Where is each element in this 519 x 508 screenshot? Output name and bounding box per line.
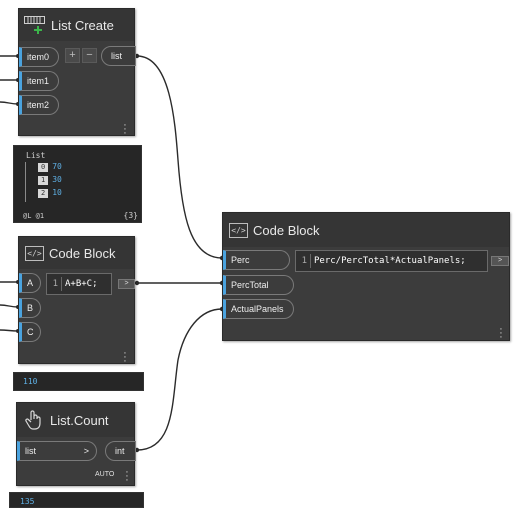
port-label: Perc — [231, 255, 250, 265]
code-editor-formula[interactable]: 1 Perc/PercTotal*ActualPanels; — [295, 250, 488, 272]
wire-left-c — [0, 329, 19, 332]
list-create-node[interactable]: List Create item0 item1 item2 + − list ·… — [18, 8, 136, 139]
list-value: 70 — [52, 162, 62, 171]
line-separator — [310, 253, 311, 268]
list-create-input-item0[interactable]: item0 — [19, 47, 59, 67]
node-menu-icon[interactable]: ··· — [123, 119, 127, 139]
wire-list-to-perc — [136, 55, 223, 259]
list-count-label: {3} — [123, 211, 138, 220]
count-preview-bubble: 135 — [9, 492, 144, 508]
input-arrow-icon: > — [83, 446, 89, 456]
list-create-title: List Create — [51, 17, 114, 33]
list-create-input-item1[interactable]: item1 — [19, 71, 59, 91]
code-block-sum-node[interactable]: </> Code Block A B C 1 A+B+C; > ··· — [18, 236, 135, 367]
list-preview-tree-line — [25, 162, 26, 202]
list-levels-label: @L @1 — [23, 212, 45, 220]
code-block-input-perc[interactable]: Perc — [223, 250, 290, 270]
list-value: 30 — [52, 175, 62, 184]
port-label: A — [27, 278, 34, 288]
list-count-input-list[interactable]: list > — [17, 441, 97, 461]
list-count-title: List.Count — [50, 412, 109, 428]
code-block-input-actualpanels[interactable]: ActualPanels — [223, 299, 294, 319]
list-count-node[interactable]: List.Count list > int AUTO ··· — [16, 402, 136, 486]
code-text: Perc/PercTotal*ActualPanels; — [314, 256, 466, 266]
line-number: 1 — [52, 279, 58, 289]
wire-left-b — [0, 304, 19, 308]
code-block-input-a[interactable]: A — [19, 273, 41, 293]
code-block-formula-header[interactable]: </> Code Block — [223, 213, 509, 247]
code-block-output-sum[interactable]: > — [118, 279, 135, 289]
remove-input-button[interactable]: − — [82, 48, 97, 63]
list-value: 10 — [52, 188, 62, 197]
line-separator — [61, 276, 62, 291]
code-block-formula-title: Code Block — [253, 222, 320, 238]
port-label: list — [111, 51, 122, 61]
code-block-icon: </> — [25, 245, 44, 261]
port-label: item0 — [27, 52, 50, 62]
list-index: 0 — [38, 163, 49, 172]
port-label: item1 — [27, 76, 50, 86]
code-block-output-formula[interactable]: > — [491, 256, 509, 266]
list-index: 1 — [38, 176, 49, 185]
port-label: PercTotal — [231, 280, 269, 290]
code-text: A+B+C; — [65, 279, 98, 289]
port-label: list — [25, 446, 36, 456]
port-label: C — [27, 327, 34, 337]
list-create-input-item2[interactable]: item2 — [19, 95, 59, 115]
list-create-output-list[interactable]: list — [101, 46, 136, 66]
code-editor-sum[interactable]: 1 A+B+C; — [46, 273, 112, 295]
sum-preview-value: 110 — [23, 377, 38, 386]
port-label: B — [27, 303, 34, 313]
sum-preview-bubble: 110 — [13, 372, 144, 391]
line-number: 1 — [301, 256, 307, 266]
code-block-formula-node[interactable]: </> Code Block Perc PercTotal ActualPane… — [222, 212, 510, 343]
list-preview-header: List — [26, 151, 46, 160]
wire-left-item2 — [0, 101, 19, 105]
code-block-icon: </> — [229, 222, 248, 238]
wire-count-to-actualpanels — [136, 308, 223, 451]
code-block-sum-header[interactable]: </> Code Block — [19, 237, 134, 269]
count-preview-value: 135 — [20, 497, 35, 506]
code-block-sum-title: Code Block — [49, 245, 116, 261]
port-label: item2 — [27, 100, 50, 110]
list-count-output-int[interactable]: int — [105, 441, 136, 461]
node-menu-icon[interactable]: ··· — [125, 466, 129, 486]
node-menu-icon[interactable]: ··· — [123, 347, 127, 367]
node-menu-icon[interactable]: ··· — [499, 323, 503, 343]
port-label: ActualPanels — [231, 304, 284, 314]
list-create-header[interactable]: List Create — [19, 9, 134, 41]
list-create-icon — [24, 16, 46, 34]
list-index: 2 — [38, 189, 49, 198]
lacing-label[interactable]: AUTO — [95, 471, 115, 478]
port-label: int — [115, 446, 125, 456]
code-block-input-perctotal[interactable]: PercTotal — [223, 275, 294, 295]
hand-pointer-icon — [23, 409, 45, 431]
code-block-input-c[interactable]: C — [19, 322, 41, 342]
list-count-header[interactable]: List.Count — [17, 403, 134, 437]
add-input-button[interactable]: + — [65, 48, 80, 63]
code-block-input-b[interactable]: B — [19, 298, 41, 318]
